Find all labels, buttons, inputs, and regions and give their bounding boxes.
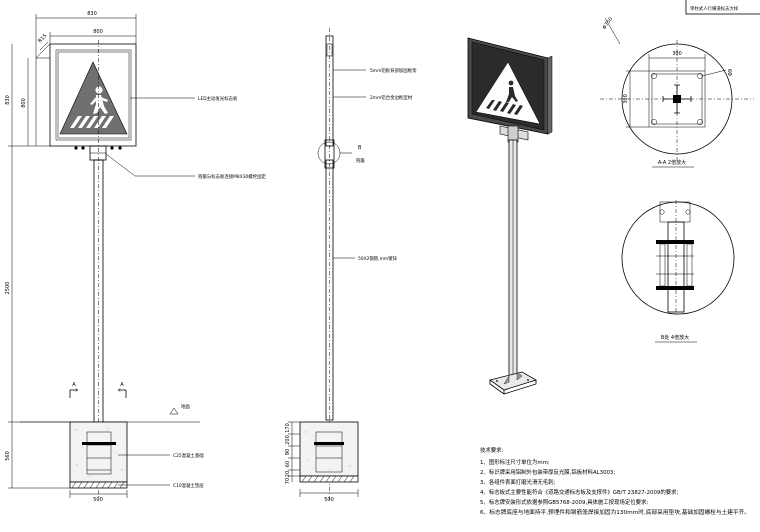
side-foundation: 500 [299,421,359,503]
label-edge-profile: 2mm铝合金边框型材 [370,94,413,101]
dim-top-inner: 800 [93,29,103,35]
label-ground: 地面 [181,403,190,410]
clamp-detail-circle [621,201,735,315]
note-item: 1、图形标注尺寸单位为mm; [480,458,550,466]
note-item: 6、标志牌底座与地面持平,预埋件和钢筋笼焊接加固为130mm时,底部采用垫块,基… [480,508,750,516]
pedestrian-crossing-sign-icon [59,61,128,135]
dim-pole-height: 2500 [5,282,11,295]
plan-detail-caption: A-A 2倍放大 [658,159,686,166]
section-mark-aa: A A [69,382,127,398]
technical-notes: 技术要求: 1、图形标注尺寸单位为mm; 2、标识牌采用铝制外包装带厚反光膜,铝… [480,446,750,516]
title-block-text: 单柱式人行横道标志大样 [690,5,739,12]
clamp-detail-b: B处 4倍放大 [621,200,735,343]
dim-side-f6: 70 [285,478,291,484]
sign-bottom-bolts [74,145,122,161]
plan-dim-height: 300 [623,94,629,104]
dim-side-f1: 170 [285,423,291,433]
note-item: 4、标志板式主要性能符合《道路交通标志板及支撑件》GB/T 23827-2009… [480,488,678,496]
side-pole [325,159,334,421]
dim-corner: R15 [37,33,48,44]
detail-mark-b: B [358,145,362,151]
label-steel-pole: 50X2钢管,mm镀锌 [358,255,398,262]
dim-top-outer: 830 [87,11,97,17]
note-item: 5、标志牌安装形式依据参照GB5768-2009,具体施工按现场定位要求; [480,498,648,506]
clamp-detail-caption: B处 4倍放大 [661,334,689,341]
dim-side-f3: 90 [285,449,291,455]
detail-circle-b [317,141,341,165]
title-block: 单柱式人行横道标志大样 [685,0,760,15]
front-view: 830 800 R15 830 800 2500 560 LED主动发光标志板 … [5,11,266,503]
label-concrete: C25混凝土基础 [173,452,204,459]
dim-front-foundation-width: 500 [93,497,103,503]
detail-label: 抱箍 [356,157,365,164]
side-view: B 抱箍 5mm铝板背部加固框架 2mm铝合金边框型材 50X2钢管,mm镀锌 [285,28,417,503]
dim-left-outer: 830 [5,95,11,105]
note-item: 2、标识牌采用铝制外包装带厚反光膜,铝板材料AL3003; [480,468,615,476]
note-item: 3、各组件表面打磨光滑无毛刺; [480,478,556,486]
front-foundation: 500 [69,421,128,503]
dim-side-f5: 20 [285,471,291,477]
dim-foundation-height: 560 [5,451,11,461]
isometric-view [467,37,553,395]
plan-dim-hole: Φ9 [728,69,734,76]
section-mark-left: A [72,382,76,388]
sign-inner-frame [55,49,132,141]
section-mark-right: A [120,382,124,388]
dim-left-inner: 800 [21,98,27,108]
iso-pedestrian-sign-icon [475,61,541,125]
label-clamp: 抱箍与标志板连接M8X30螺栓固定 [198,173,266,180]
dim-side-foundation-width: 500 [324,497,334,503]
plan-dim-diameter: Φ750 [602,16,615,30]
label-panel-frame: 5mm铝板背部加固框架 [370,67,417,74]
plan-detail-aa: 300 300 Φ750 Φ9 A-A 2倍放大 [600,16,754,168]
label-sign-panel: LED主动发光标志板 [198,95,238,102]
notes-heading: 技术要求: [480,446,504,454]
dim-side-f2: 200 [285,435,291,445]
plan-dim-width: 300 [672,51,682,57]
label-cushion: C10混凝土垫层 [173,482,204,489]
dim-side-f4: 60 [285,461,291,467]
